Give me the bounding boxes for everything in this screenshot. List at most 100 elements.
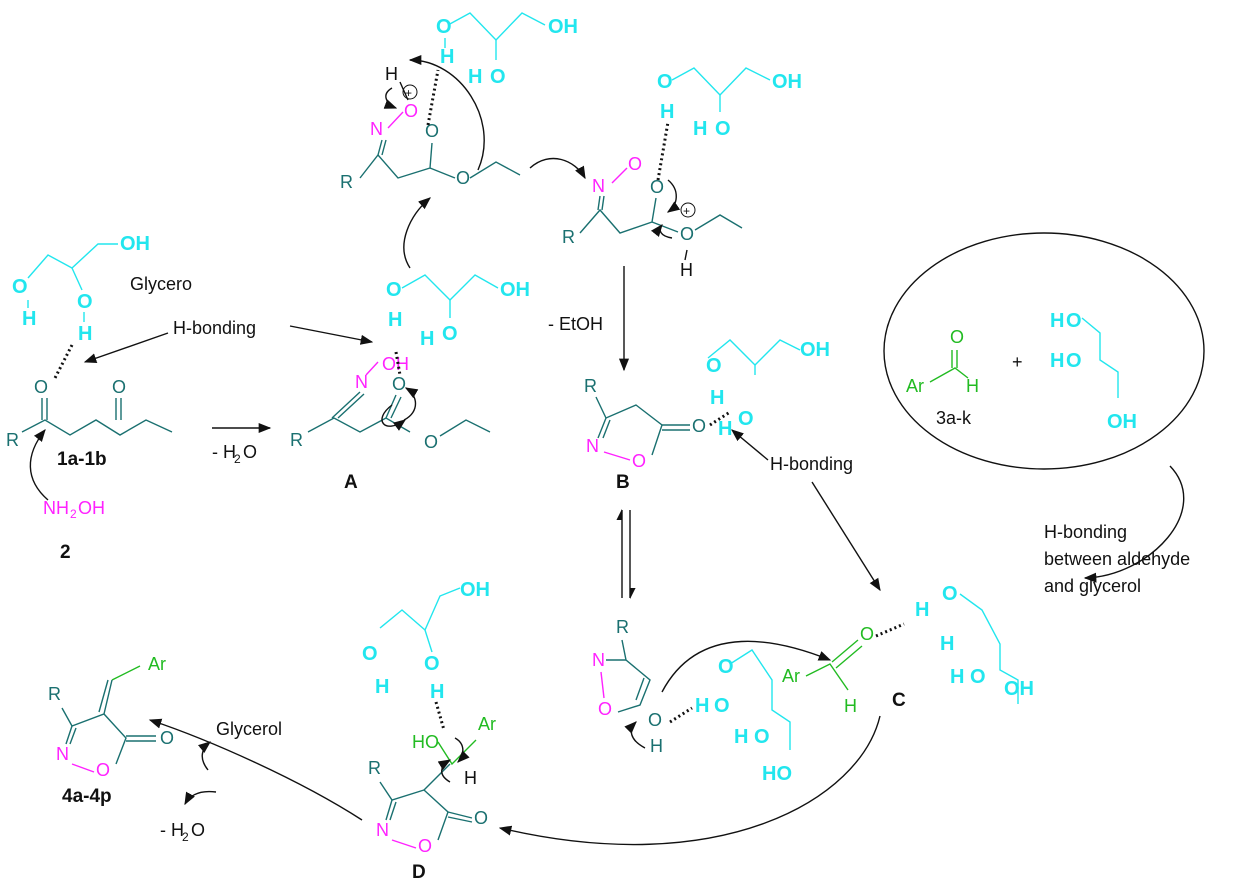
atom-o: O [425, 121, 439, 141]
reagent-3-label: 3a-k [936, 408, 972, 428]
atom-ar: Ar [782, 666, 800, 686]
glycerol-label: Glycerol [216, 719, 282, 739]
atom-o: O [706, 355, 722, 377]
atom-h: H [440, 46, 454, 68]
atom-oh: OH [800, 339, 830, 361]
atom-oh: OH [120, 233, 150, 255]
atom-o: O [692, 416, 706, 436]
atom-h: H [660, 101, 674, 123]
atom-h: H [650, 736, 663, 756]
arrow-a-to-top [403, 197, 431, 269]
plus-sign: + [1012, 352, 1023, 372]
atom-r: R [584, 376, 597, 396]
atom-o: O [1066, 310, 1082, 332]
atom-h: H [710, 387, 724, 409]
atom-ar: Ar [906, 376, 924, 396]
glycerol-top-1: O OH H H O [436, 12, 578, 88]
compound-1-label: 1a-1b [57, 449, 107, 470]
product-4: Ar R N O O 4a-4p [48, 654, 174, 807]
minus-h2o-label-2: - H [160, 820, 184, 840]
compound-c: Ar O H C [782, 622, 906, 716]
reagent-ellipse: O Ar H 3a-k + H O H O OH [883, 232, 1205, 470]
intermediate-protonated: H O N R O O + [340, 54, 521, 192]
atom-ho: HO [762, 763, 792, 785]
atom-o: O [490, 66, 506, 88]
atom-o: O [96, 760, 110, 780]
atom-o: O [191, 820, 205, 840]
atom-n: N [592, 650, 605, 670]
atom-h: H [22, 308, 36, 330]
arrow-d-to-4 [148, 718, 363, 821]
glycerol-c: H O H H O OH [915, 583, 1034, 704]
atom-o: O [657, 71, 673, 93]
atom-o: O [404, 101, 418, 121]
atom-o: O [754, 726, 770, 748]
atom-oh: OH [500, 279, 530, 301]
atom-oh: OH [382, 354, 409, 374]
atom-oh: OH [460, 579, 490, 601]
arrow-c-to-d [498, 715, 881, 846]
atom-h: H [388, 309, 402, 331]
atom-o: O [632, 451, 646, 471]
atom-o: O [77, 291, 93, 313]
atom-h: H [78, 323, 92, 345]
atom-r: R [368, 758, 381, 778]
arrow-water-release [184, 790, 217, 806]
compound-a-label: A [344, 472, 358, 493]
glycerol-a: O OH H H O [386, 274, 530, 350]
hbond-label-2: H-bonding [770, 454, 853, 474]
atom-o: O [160, 728, 174, 748]
atom-oh: OH [548, 16, 578, 38]
compound-a: OH N O O R A [290, 351, 491, 493]
atom-h: H [1050, 350, 1064, 372]
arrow-hbond-1a [83, 332, 169, 364]
intermediate-protonated-2: N O R O O H + [562, 121, 743, 280]
glycerol-d: OH O H O H [362, 579, 490, 703]
subscript-2: 2 [182, 830, 189, 844]
atom-oh: OH [772, 71, 802, 93]
atom-ar: Ar [478, 714, 496, 734]
atom-o: O [362, 643, 378, 665]
compound-d: HO Ar H R N O O D [368, 701, 496, 883]
atom-o: O [112, 377, 126, 397]
hbond-label-3: H-bonding [1044, 522, 1127, 542]
glycerol-left: OH O H O H [12, 233, 150, 345]
minus-h2o-label-1: - H [212, 442, 236, 462]
atom-o: O [418, 836, 432, 856]
between-label: between aldehyde [1044, 549, 1190, 569]
atom-o: O [1066, 350, 1082, 372]
atom-o: O [436, 16, 452, 38]
atom-h: H [420, 328, 434, 350]
arrow-hbond-1b [289, 325, 374, 345]
glycerol-b: O OH H H O [706, 339, 830, 440]
atom-h: H [734, 726, 748, 748]
hydroxylamine-sub: 2 [70, 507, 77, 521]
atom-o: O [34, 377, 48, 397]
hbond-label-1: H-bonding [173, 318, 256, 338]
atom-h: H [1050, 310, 1064, 332]
product-4-label: 4a-4p [62, 786, 112, 807]
atom-o: O [942, 583, 958, 605]
atom-r: R [6, 430, 19, 450]
atom-o: O [718, 656, 734, 678]
hydroxylamine-nh: NH [43, 498, 69, 518]
atom-h: H [430, 681, 444, 703]
atom-r: R [616, 617, 629, 637]
atom-r: R [290, 430, 303, 450]
glycerol-enol: O H O H H O HO [695, 649, 792, 785]
glycero-label: Glycero [130, 274, 192, 294]
atom-o: O [680, 224, 694, 244]
atom-h: H [468, 66, 482, 88]
atom-r: R [340, 172, 353, 192]
hydroxylamine-oh: OH [78, 498, 105, 518]
atom-h: H [464, 768, 477, 788]
atom-o: O [392, 374, 406, 394]
enol-tautomer: R N O O H [592, 617, 832, 756]
atom-n: N [592, 176, 605, 196]
atom-oh: OH [1107, 411, 1137, 433]
atom-o: O [243, 442, 257, 462]
compound-b-label: B [616, 472, 630, 493]
arrow-hbond-2 [731, 429, 769, 461]
atom-o: O [714, 695, 730, 717]
atom-o: O [860, 624, 874, 644]
